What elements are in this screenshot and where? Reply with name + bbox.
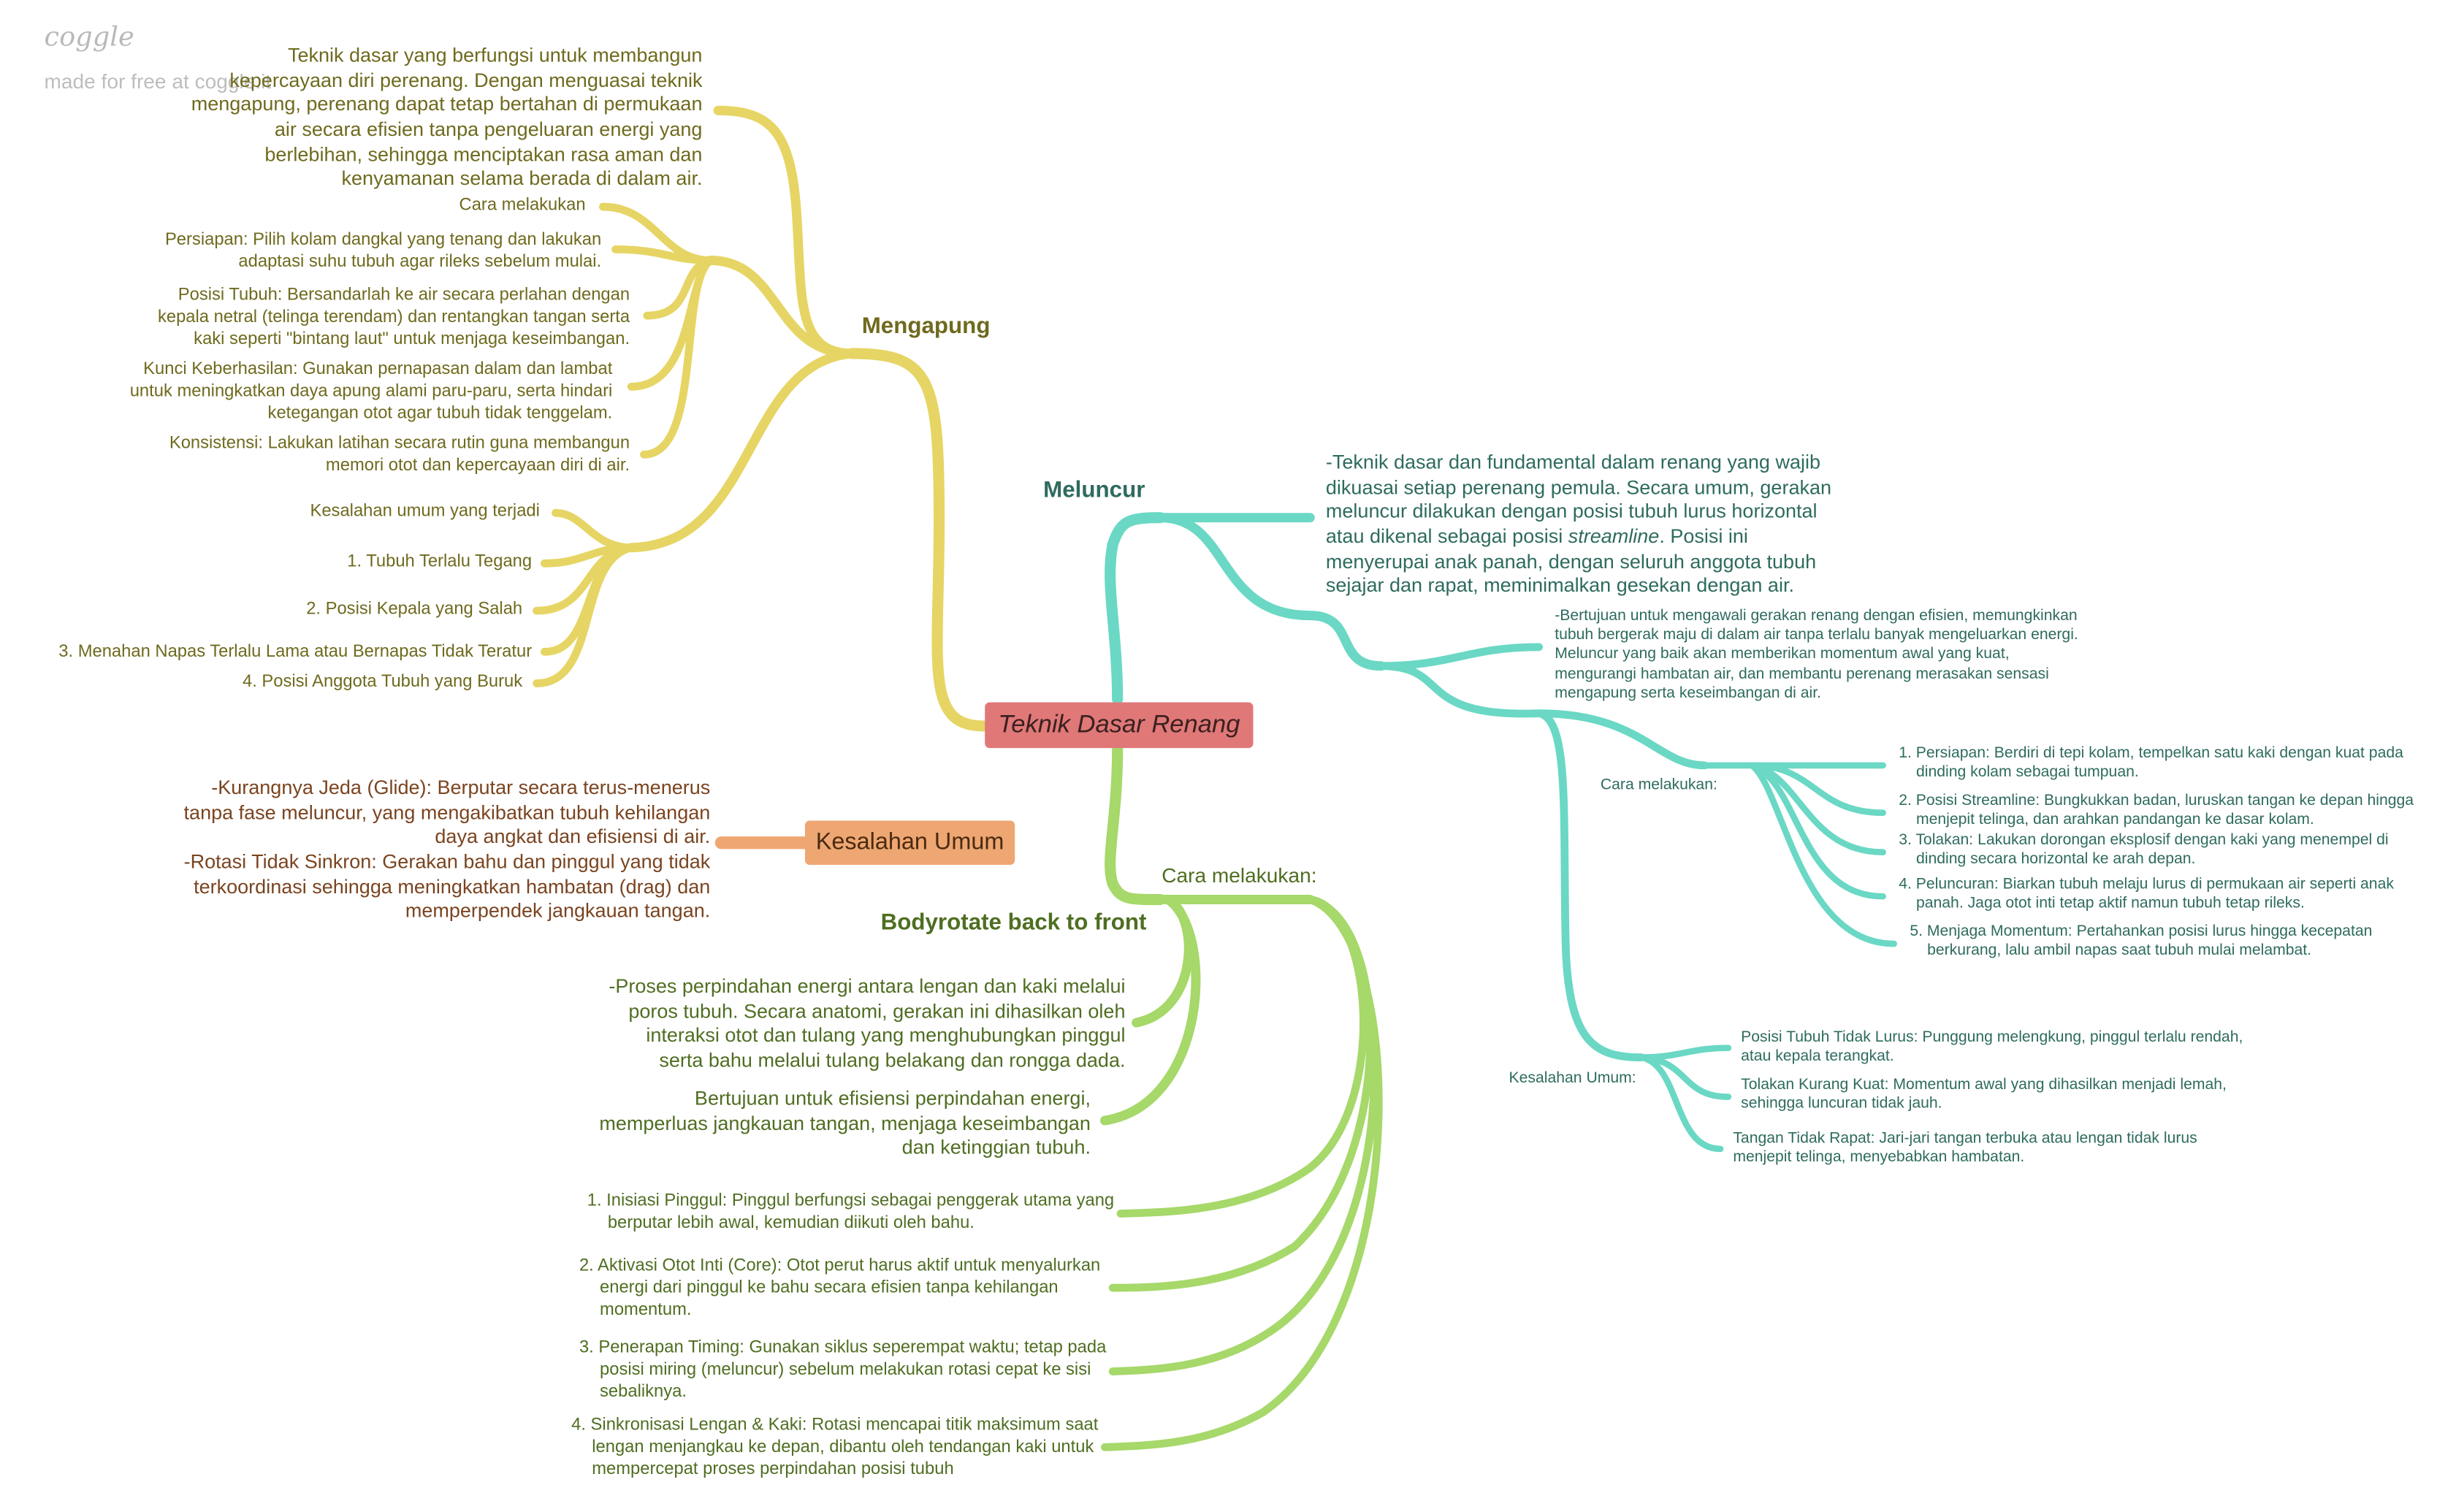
meluncur-description: -Teknik dasar dan fundamental dalam rena… [1325, 451, 1832, 597]
kesalahan-umum-text: -Kurangnya Jeda (Glide): Berputar secara… [181, 776, 711, 925]
meluncur-cara-label: Cara melakukan: [1600, 776, 1717, 794]
meluncur-cara-item: 2. Posisi Streamline: Bungkukkan badan, … [1899, 792, 2414, 829]
meluncur-kesalahan-item: Posisi Tubuh Tidak Lurus: Punggung melen… [1741, 1028, 2243, 1066]
meluncur-connectors [1105, 512, 1898, 1153]
mengapung-kesalahan-item: 4. Posisi Anggota Tubuh yang Buruk [242, 672, 523, 692]
bodyrotate-description: -Proses perpindahan energi antara lengan… [609, 975, 1126, 1072]
bodyrotate-title[interactable]: Bodyrotate back to front [880, 910, 1147, 936]
meluncur-cara-item: 5. Menjaga Momentum: Pertahankan posisi … [1910, 923, 2373, 961]
meluncur-kesalahan-label: Kesalahan Umum: [1509, 1069, 1636, 1088]
bodyrotate-cara-line-4 [1101, 896, 1383, 1451]
kesalahan-umum-node[interactable]: Kesalahan Umum [804, 820, 1015, 866]
root-to-meluncur-line [1105, 512, 1166, 705]
mengapung-cara-item: Konsistensi: Lakukan latihan secara ruti… [169, 434, 630, 475]
root-to-mengapung-line [847, 348, 989, 732]
coggle-credit: made for free at coggle.it [44, 69, 272, 93]
mengapung-description: Teknik dasar yang berfungsi untuk memban… [191, 44, 703, 190]
bodyrotate-connectors [1099, 744, 1383, 1451]
meluncur-title[interactable]: Meluncur [1043, 478, 1145, 504]
kesalahan-sub-line-5 [533, 543, 636, 687]
meluncur-kesalahan-item: Tolakan Kurang Kuat: Momentum awal yang … [1741, 1076, 2227, 1113]
bodyrotate-cara-item: 4. Sinkronisasi Lengan & Kaki: Rotasi me… [571, 1416, 1099, 1478]
meluncur-kesalahan-item: Tangan Tidak Rapat: Jari-jari tangan ter… [1733, 1129, 2197, 1167]
mengapung-kesalahan-item: 2. Posisi Kepala yang Salah [306, 600, 523, 619]
meluncur-to-hub-line [1155, 513, 1387, 671]
meluncur-tujuan: -Bertujuan untuk mengawali gerakan renan… [1555, 607, 2078, 703]
mengapung-kesalahan-item: 1. Tubuh Terlalu Tegang [347, 552, 533, 572]
meluncur-cara-line-2 [1748, 762, 1886, 817]
bodyrotate-cara-item: 2. Aktivasi Otot Inti (Core): Otot perut… [579, 1256, 1101, 1319]
bodyrotate-tujuan: Bertujuan untuk efisiensi perpindahan en… [599, 1087, 1091, 1159]
mengapung-cara-item: Kunci Keberhasilan: Gunakan pernapasan d… [129, 359, 613, 422]
meluncur-kesalahan-sub-3 [1638, 1054, 1724, 1153]
meluncur-cara-item: 3. Tolakan: Lakukan dorongan eksplosif d… [1899, 831, 2389, 868]
bodyrotate-cara-item: 1. Inisiasi Pinggul: Pinggul berfungsi s… [587, 1191, 1115, 1232]
mengapung-cara-item: Persiapan: Pilih kolam dangkal yang tena… [164, 230, 602, 272]
meluncur-kesalahan-sub-1 [1638, 1045, 1732, 1061]
mengapung-cara-item: Posisi Tubuh: Bersandarlah ke air secara… [157, 286, 630, 348]
bodyrotate-cara-line-1 [1116, 896, 1368, 1218]
meluncur-cara-item: 4. Peluncuran: Biarkan tubuh melaju luru… [1899, 876, 2394, 913]
mengapung-title[interactable]: Mengapung [861, 313, 991, 340]
meluncur-cara-line-3 [1748, 762, 1886, 856]
meluncur-cara-line-5 [1748, 762, 1898, 947]
hub-to-tujuan-line [1377, 643, 1543, 671]
kesalahan-umum-item: -Rotasi Tidak Sinkron: Gerakan bahu dan … [183, 850, 711, 923]
root-to-bodyrotate-line [1105, 744, 1166, 906]
cara-sub-line-3 [643, 256, 714, 320]
hub-to-cara-line [1377, 662, 1543, 718]
mengapung-to-kesalahan-line [626, 348, 858, 553]
meluncur-kesalahan-sub-2 [1638, 1054, 1732, 1100]
mengapung-to-cara-line [705, 256, 858, 359]
mengapung-to-description-line [713, 105, 858, 359]
coggle-logo: coggle [44, 22, 134, 54]
mengapung-kesalahan-label: Kesalahan umum yang terjadi [310, 502, 540, 521]
cara-hub-line [1535, 709, 1709, 770]
meluncur-cara-item: 1. Persiapan: Berdiri di tepi kolam, tem… [1899, 744, 2403, 782]
meluncur-kesalahan-line [1535, 709, 1646, 1062]
kesalahan-sub-line-1 [552, 508, 636, 552]
bodyrotate-to-tujuan-line [1099, 895, 1201, 1126]
root-node[interactable]: Teknik Dasar Renang [985, 702, 1254, 749]
cara-sub-line-2 [611, 245, 714, 264]
mengapung-connectors [533, 105, 989, 732]
bodyrotate-cara-label: Cara melakukan: [1162, 863, 1317, 887]
mengapung-kesalahan-item: 3. Menahan Napas Terlalu Lama atau Berna… [58, 642, 533, 662]
kesalahan-umum-item: -Kurangnya Jeda (Glide): Berputar secara… [183, 776, 711, 848]
meluncur-cara-line-4 [1748, 762, 1886, 900]
cara-sub-line-5 [640, 256, 714, 459]
bodyrotate-cara-item: 3. Penerapan Timing: Gunakan siklus sepe… [579, 1338, 1107, 1401]
mengapung-cara-label: Cara melakukan [459, 195, 586, 215]
